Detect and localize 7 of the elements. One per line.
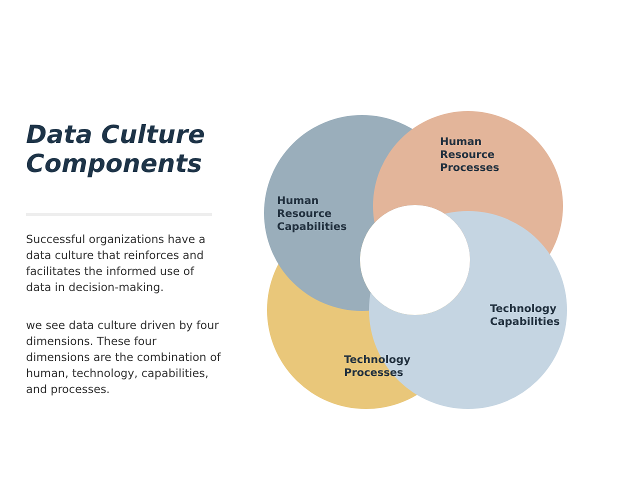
paragraph: Successful organizations have a data culture that reinforces and facilitates the informed use of data in decision-making. xyxy=(26,232,207,296)
segment-label: Technology Capabilities xyxy=(490,303,561,329)
segment-label: Technology Processes xyxy=(344,354,412,380)
paragraph: we see data culture driven by four dimensions. These four dimensions are the combination of human, technology, capabilities, and processes. xyxy=(26,318,222,398)
segment-label: Human Resource Capabilities xyxy=(277,195,348,234)
title: Data Culture Components xyxy=(26,120,206,178)
segment-label: Human Resource Processes xyxy=(440,136,500,175)
